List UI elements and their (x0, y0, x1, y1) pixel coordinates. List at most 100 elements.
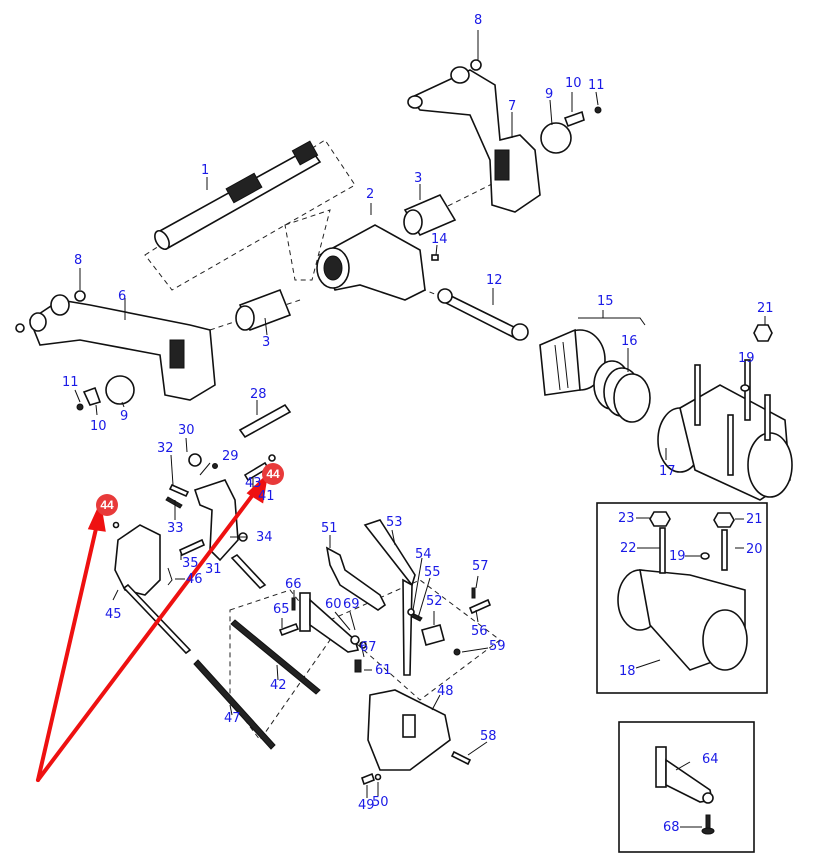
label-part-22: 22 (620, 541, 637, 556)
part-35-pin (178, 538, 206, 557)
label-part-48: 48 (437, 684, 454, 699)
label-part-49: 49 (358, 798, 375, 813)
label-part-59: 59 (489, 639, 506, 654)
part-49-bolt (361, 772, 375, 786)
label-part-6: 6 (118, 289, 127, 304)
label-part-64: 64 (702, 752, 719, 767)
part-11-bolt-left (76, 403, 84, 411)
part-3-bushing-top (403, 193, 457, 237)
label-part-65: 65 (273, 602, 290, 617)
inset-cylinder-variant (596, 502, 768, 694)
part-48-mounting-plate (367, 689, 451, 771)
part-19-oring (740, 384, 750, 392)
part-21-nut-variant (713, 512, 735, 528)
part-52-clevis (421, 624, 445, 646)
part-10-plate-left (82, 386, 102, 406)
part-50-washer (374, 773, 382, 781)
part-60-bracket (299, 592, 360, 653)
part-64-bracket (655, 746, 714, 804)
label-part-60: 60 (325, 597, 342, 612)
label-part-51: 51 (321, 521, 338, 536)
label-part-1: 1 (201, 163, 210, 178)
part-59-nut (453, 648, 461, 656)
label-part-54: 54 (415, 547, 432, 562)
part-56-pin (468, 598, 492, 615)
part-46-clip (167, 567, 173, 586)
label-part-16: 16 (621, 334, 638, 349)
part-58-bolt (450, 750, 472, 766)
label-part-14: 14 (431, 232, 448, 247)
label-part-12: 12 (486, 273, 503, 288)
part-44-clip-left (112, 521, 120, 529)
label-part-3-left: 3 (262, 335, 271, 350)
part-44-clip-right (268, 454, 276, 462)
label-part-10-top: 10 (565, 76, 582, 91)
part-51-lever (325, 546, 387, 611)
label-part-55: 55 (424, 565, 441, 580)
label-part-33: 33 (167, 521, 184, 536)
assembly-guide-lever (329, 579, 501, 701)
part-68-bolt (701, 814, 715, 835)
part-66-pin (291, 597, 296, 611)
part-61-bolt (354, 659, 362, 673)
label-part-20: 20 (746, 542, 763, 557)
label-part-9-top: 9 (545, 87, 554, 102)
label-part-47: 47 (224, 711, 241, 726)
part-15-piston (539, 328, 606, 396)
label-part-30: 30 (178, 423, 195, 438)
part-6-lift-arm (15, 290, 216, 401)
label-part-53: 53 (386, 515, 403, 530)
part-65-pin (278, 622, 300, 637)
label-part-17: 17 (659, 464, 676, 479)
part-12-pin (437, 288, 529, 341)
label-part-15: 15 (597, 294, 614, 309)
label-part-23: 23 (618, 511, 635, 526)
label-part-3-top: 3 (414, 171, 423, 186)
label-part-21: 21 (757, 301, 774, 316)
label-part-67: 67 (360, 640, 377, 655)
label-part-8-top: 8 (474, 13, 483, 28)
part-33-spring (165, 496, 183, 509)
label-part-52: 52 (426, 594, 443, 609)
label-part-41: 41 (258, 489, 275, 504)
label-part-50: 50 (372, 795, 389, 810)
label-part-58: 58 (480, 729, 497, 744)
label-part-56: 56 (471, 624, 488, 639)
part-67-washer (359, 641, 367, 649)
assembly-guide-top (439, 179, 501, 211)
highlight-arrows (36, 472, 269, 782)
label-part-61: 61 (375, 663, 392, 678)
label-part-68: 68 (663, 820, 680, 835)
label-part-11-left: 11 (62, 375, 79, 390)
callout-badge-part-44-left[interactable]: 44 (96, 494, 118, 516)
part-30-bush (188, 453, 202, 467)
part-9-washer-left (105, 375, 135, 405)
part-47-spring (193, 659, 276, 750)
label-part-7: 7 (508, 99, 517, 114)
part-42-spring (230, 619, 321, 695)
part-28-rod (238, 403, 292, 439)
label-part-2: 2 (366, 187, 375, 202)
part-18-cylinder-variant (617, 569, 748, 671)
part-45-quadrant (114, 524, 192, 655)
part-10-plate-top (563, 110, 585, 128)
label-part-46: 46 (186, 572, 203, 587)
part-22-stud (659, 527, 666, 574)
part-53-control-lever (363, 519, 416, 676)
part-23-nut (649, 511, 671, 527)
part-54-washer (407, 608, 415, 616)
label-part-57: 57 (472, 559, 489, 574)
label-part-29: 29 (222, 449, 239, 464)
part-29-ball (212, 463, 218, 469)
label-part-21-variant: 21 (746, 512, 763, 527)
callout-badge-part-44-right[interactable]: 44 (262, 463, 284, 485)
label-part-19: 19 (738, 351, 755, 366)
label-part-8-left: 8 (74, 253, 83, 268)
part-17-cylinder (657, 359, 793, 501)
part-57-pin (471, 587, 476, 599)
label-part-42: 42 (270, 678, 287, 693)
part-55-screw (411, 613, 423, 622)
part-20-stud (721, 529, 728, 571)
label-part-9-left: 9 (120, 409, 129, 424)
